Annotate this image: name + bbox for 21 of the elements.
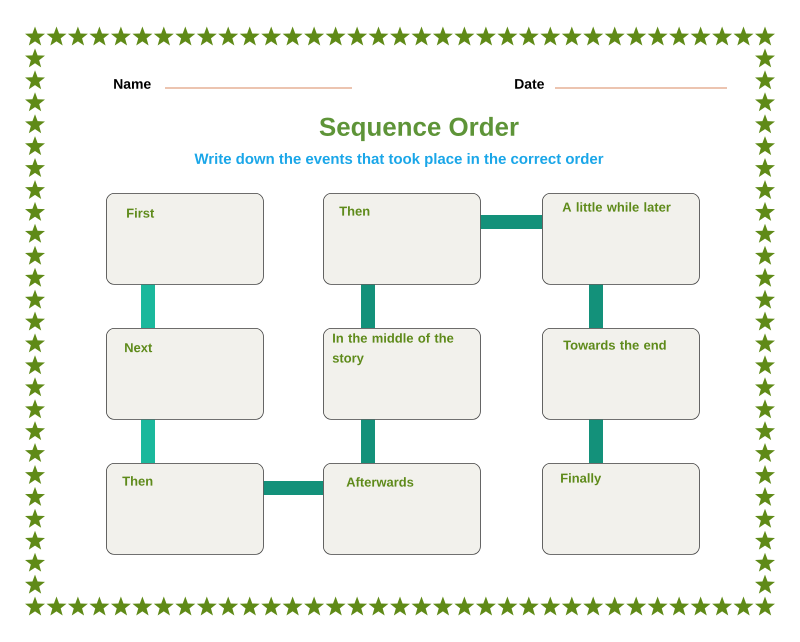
- title: Sequence Order: [320, 116, 519, 142]
- event-box: A little while later: [542, 193, 700, 285]
- connector-bar: [361, 284, 375, 328]
- date-label: Date: [515, 79, 544, 89]
- event-box: Towards the end: [542, 328, 700, 420]
- connector-bar: [141, 284, 155, 328]
- connector-bar: [264, 481, 323, 495]
- event-box: First: [106, 193, 264, 285]
- connector-bar: [361, 420, 375, 463]
- connector-bar: [589, 420, 603, 463]
- connector-bar: [480, 215, 542, 229]
- connector-bar: [141, 420, 155, 463]
- subtitle: Write down the events that took place in the correct order: [194, 153, 604, 167]
- event-box: Then: [106, 463, 264, 555]
- event-box: Finally: [542, 463, 700, 555]
- event-box: In the middle of the story: [323, 328, 481, 420]
- event-box: Afterwards: [323, 463, 481, 555]
- event-box: Next: [106, 328, 264, 420]
- name-label: Name: [114, 79, 151, 89]
- connector-bar: [589, 284, 603, 328]
- event-box: Then: [323, 193, 481, 285]
